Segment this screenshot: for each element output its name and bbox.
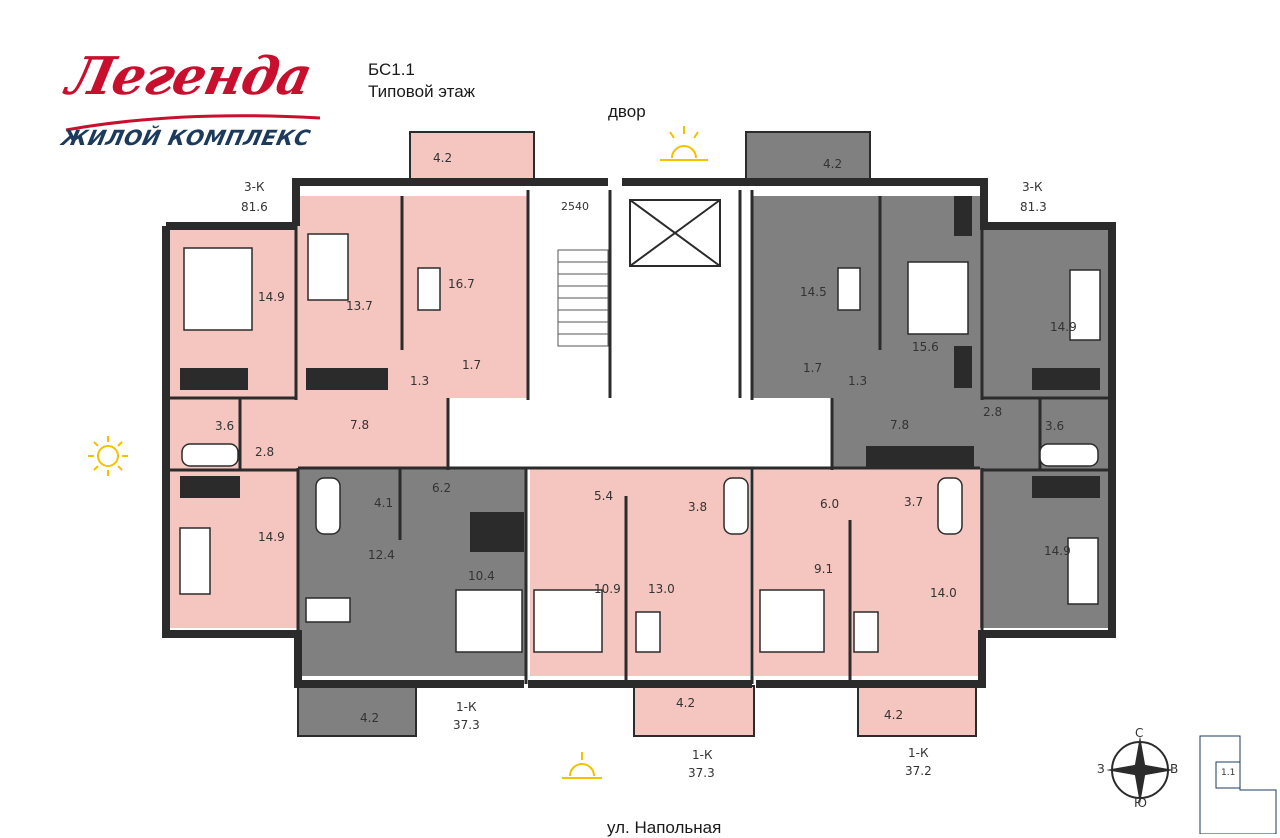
apt-type-1k-right: 1-К xyxy=(908,746,929,760)
area-room: 10.9 xyxy=(594,582,621,596)
outer-walls xyxy=(162,178,1116,688)
elevator xyxy=(629,199,721,267)
area-room: 5.4 xyxy=(594,489,614,503)
area-balcony-bottom-right: 4.2 xyxy=(884,708,904,722)
minimap xyxy=(1199,735,1277,834)
area-room: 2.8 xyxy=(255,445,275,459)
area-room: 14.0 xyxy=(930,586,957,600)
apt-type-3k-left: 3-К xyxy=(244,180,265,194)
apt-area-1k-right: 37.2 xyxy=(905,764,932,778)
balcony-bottom-right xyxy=(857,685,977,737)
compass-west: З xyxy=(1097,762,1105,776)
area-balcony-top-right: 4.2 xyxy=(823,157,843,171)
area-room: 1.7 xyxy=(462,358,482,372)
courtyard-label: двор xyxy=(608,102,646,121)
area-room: 14.9 xyxy=(258,290,285,304)
balcony-bottom-middle xyxy=(633,685,755,737)
interior-walls xyxy=(170,190,1110,684)
furniture-beds xyxy=(179,233,1101,653)
building-label: БС1.1 xyxy=(368,60,415,79)
area-room: 14.5 xyxy=(800,285,827,299)
compass-rose xyxy=(1106,736,1174,804)
furniture-tables xyxy=(305,267,879,653)
apt-type-1k-left: 1-К xyxy=(456,700,477,714)
area-room: 7.8 xyxy=(890,418,910,432)
area-room: 2.8 xyxy=(983,405,1003,419)
compass-east: В xyxy=(1170,762,1179,776)
area-room: 3.8 xyxy=(688,500,708,514)
area-room: 3.6 xyxy=(215,419,235,433)
area-room: 3.6 xyxy=(1045,419,1065,433)
apt-area-1k-left: 37.3 xyxy=(453,718,480,732)
street-label: ул. Напольная xyxy=(607,818,722,837)
logo-swoosh xyxy=(65,114,321,132)
compass-south: Ю xyxy=(1134,796,1147,810)
balcony-top-left xyxy=(409,131,535,181)
area-room: 4.1 xyxy=(374,496,394,510)
area-room: 13.7 xyxy=(346,299,373,313)
floor-label: Типовой этаж xyxy=(368,82,476,101)
area-room: 12.4 xyxy=(368,548,395,562)
staircase xyxy=(557,249,609,347)
area-room: 6.2 xyxy=(432,481,452,495)
area-room: 1.3 xyxy=(410,374,430,388)
area-room: 16.7 xyxy=(448,277,475,291)
balcony-top-right xyxy=(745,131,871,181)
area-room: 15.6 xyxy=(912,340,939,354)
area-room: 10.4 xyxy=(468,569,495,583)
area-room: 6.0 xyxy=(820,497,840,511)
area-room: 7.8 xyxy=(350,418,370,432)
wardrobes xyxy=(180,196,1100,552)
area-room: 14.9 xyxy=(258,530,285,544)
area-room: 1.7 xyxy=(803,361,823,375)
compass-north: С xyxy=(1135,726,1144,740)
dimension-label: 2540 xyxy=(561,200,589,213)
balcony-bottom-left xyxy=(297,685,417,737)
sun-icon-left xyxy=(88,436,128,476)
sun-icon-bottom xyxy=(562,752,602,779)
furniture-bathtubs xyxy=(181,443,1099,535)
area-balcony-bottom-left: 4.2 xyxy=(360,711,380,725)
area-room: 1.3 xyxy=(848,374,868,388)
apt-area-3k-right: 81.3 xyxy=(1020,200,1047,214)
area-balcony-top-left: 4.2 xyxy=(433,151,453,165)
apt-type-3k-right: 3-К xyxy=(1022,180,1043,194)
sun-icon-top xyxy=(660,126,708,161)
minimap-label: 1.1 xyxy=(1221,768,1236,778)
apt-type-1k-middle: 1-К xyxy=(692,748,713,762)
area-room: 3.7 xyxy=(904,495,924,509)
apt-area-3k-left: 81.6 xyxy=(241,200,268,214)
area-room: 14.9 xyxy=(1044,544,1071,558)
area-balcony-bottom-middle: 4.2 xyxy=(676,696,696,710)
area-room: 9.1 xyxy=(814,562,834,576)
area-room: 13.0 xyxy=(648,582,675,596)
apt-area-1k-middle: 37.3 xyxy=(688,766,715,780)
area-room: 14.9 xyxy=(1050,320,1077,334)
logo: Легенда ЖИЛОЙ КОМПЛЕКС xyxy=(58,40,328,160)
